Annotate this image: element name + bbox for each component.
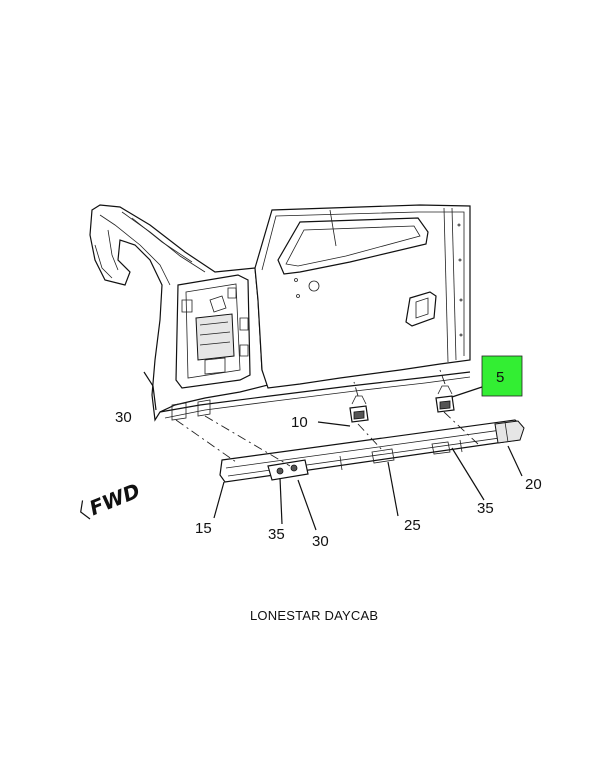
callout-25: 25 [404,517,421,534]
callout-labels: 5 10 15 20 25 30 30 35 35 [115,369,542,550]
fwd-indicator: FWD [80,478,144,520]
callout-35-right: 35 [477,500,494,517]
callout-35-bottom: 35 [268,526,285,543]
diagram-caption: LONESTAR DAYCAB [250,608,378,623]
callout-20: 20 [525,476,542,493]
rocker-cover-assembly [219,419,525,483]
highlight-box-5 [481,355,523,397]
callout-30-left: 30 [115,409,132,426]
leader-lines [143,371,523,531]
clips [349,385,455,423]
assembly-lines [175,369,479,467]
callout-5: 5 [496,369,504,386]
callout-15: 15 [195,520,212,537]
fwd-label: FWD [86,478,144,520]
callout-10: 10 [291,414,308,431]
cab-door-artwork [89,204,471,422]
fwd-arrow-icon [80,500,91,520]
callout-30-bottom: 30 [312,533,329,550]
